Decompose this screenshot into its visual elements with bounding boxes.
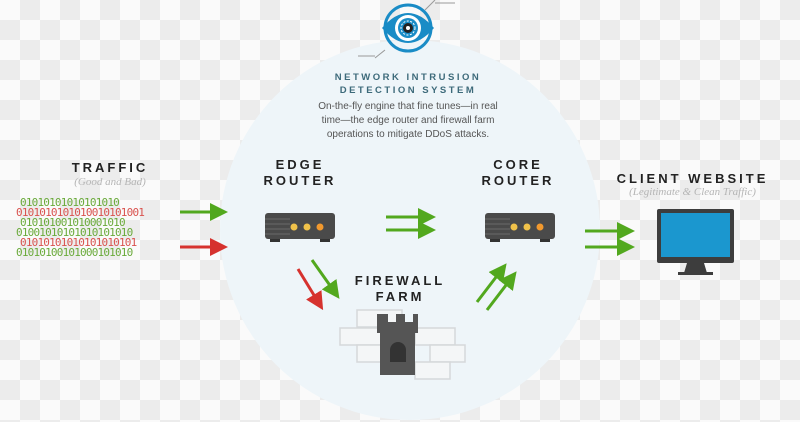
client-title: CLIENT WEBSITE [616,171,769,186]
firewall-line1: FIREWALL [354,273,446,288]
binary-line: 01010100101000101010 [16,246,133,259]
edge-router-icon [265,213,335,242]
traffic-subtitle: (Good and Bad) [74,176,146,188]
desc-line: On-the-fly engine that fine tunes—in rea… [318,101,498,112]
firewall-tower-icon [339,309,466,380]
client-subtitle: (Legitimate & Clean Traffic) [629,186,756,198]
firewall-to-core-arrow [485,271,517,311]
desc-line: operations to mitigate DDoS attacks. [326,129,490,140]
core-router-line2: ROUTER [481,173,555,188]
firewall-to-core-arrow [475,263,507,303]
eye-icon [358,0,455,59]
binary-line: 010101001010001010 [20,216,126,229]
bad-to-firewall-arrow [296,268,324,311]
core-router-line1: CORE [493,157,543,172]
edge-router-line2: ROUTER [263,173,337,188]
binary-line: 01010101010101010 [20,196,120,209]
monitor-icon [657,209,734,275]
traffic-title: TRAFFIC [71,160,149,175]
firewall-line2: FARM [375,289,425,304]
nids-title: NETWORK INTRUSION DETECTION SYSTEM [290,71,526,97]
nids-title-line2: DETECTION SYSTEM [339,85,477,96]
core-router-icon [485,213,555,242]
binary-line: 01010101010101010101 [20,236,137,249]
edge-to-firewall-arrow [310,259,340,299]
nids-title-line1: NETWORK INTRUSION [334,72,482,83]
edge-router-line1: EDGE [275,157,325,172]
binary-line: 0101010101010010101001 [16,206,145,219]
desc-line: time—the edge router and firewall farm [321,115,495,126]
nids-description: On-the-fly engine that fine tunes—in rea… [290,100,526,142]
binary-line: 01001010101010101010 [16,226,133,239]
